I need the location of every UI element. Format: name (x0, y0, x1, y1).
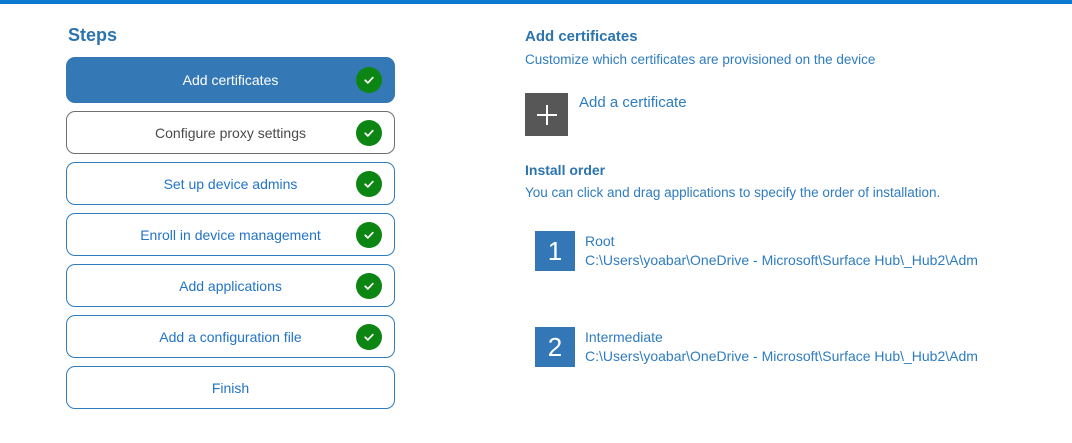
step-label: Add certificates (182, 72, 279, 88)
step-finish[interactable]: Finish (66, 366, 395, 409)
check-icon (356, 272, 382, 299)
step-label: Add applications (179, 277, 282, 294)
content-panel: Add certificates Customize which certifi… (525, 28, 1070, 367)
install-order-section: Install order You can click and drag app… (525, 161, 1070, 367)
install-order-subtitle: You can click and drag applications to s… (525, 185, 941, 200)
step-label: Set up device admins (163, 175, 298, 192)
order-item-text: Root C:\Users\yoabar\OneDrive - Microsof… (585, 231, 978, 270)
certificate-name: Intermediate (585, 329, 663, 345)
top-accent-bar (0, 0, 1072, 4)
step-label: Enroll in device management (140, 226, 321, 243)
step-label: Add a configuration file (159, 328, 302, 345)
add-certificate-button[interactable]: Add a certificate (525, 93, 687, 136)
steps-title: Steps (68, 25, 118, 45)
order-item-text: Intermediate C:\Users\yoabar\OneDrive - … (585, 327, 978, 366)
step-configure-proxy-settings[interactable]: Configure proxy settings (66, 111, 395, 154)
order-number-badge: 1 (535, 231, 575, 271)
check-icon (356, 170, 382, 197)
check-icon (356, 323, 382, 350)
check-icon (356, 221, 382, 248)
install-order-item-root[interactable]: 1 Root C:\Users\yoabar\OneDrive - Micros… (535, 231, 1070, 271)
check-icon (356, 119, 382, 146)
step-add-a-configuration-file[interactable]: Add a configuration file (66, 315, 395, 358)
add-certificates-subtitle: Customize which certificates are provisi… (525, 52, 876, 67)
step-enroll-in-device-management[interactable]: Enroll in device management (66, 213, 395, 256)
install-order-list: 1 Root C:\Users\yoabar\OneDrive - Micros… (535, 231, 1070, 367)
step-add-certificates[interactable]: Add certificates (66, 57, 395, 103)
certificate-path: C:\Users\yoabar\OneDrive - Microsoft\Sur… (585, 348, 978, 364)
check-icon (356, 67, 382, 93)
add-certificate-label: Add a certificate (579, 94, 687, 111)
step-label: Configure proxy settings (155, 124, 306, 141)
install-order-heading: Install order (525, 162, 606, 178)
step-set-up-device-admins[interactable]: Set up device admins (66, 162, 395, 205)
certificate-path: C:\Users\yoabar\OneDrive - Microsoft\Sur… (585, 252, 978, 268)
add-certificates-heading: Add certificates (525, 28, 638, 45)
add-certificates-section: Add certificates Customize which certifi… (525, 28, 1070, 136)
steps-list: Add certificates Configure proxy setting… (66, 57, 395, 409)
steps-sidebar: Steps Add certificates Configure proxy s… (66, 24, 395, 409)
step-add-applications[interactable]: Add applications (66, 264, 395, 307)
certificate-name: Root (585, 233, 615, 249)
install-order-item-intermediate[interactable]: 2 Intermediate C:\Users\yoabar\OneDrive … (535, 327, 1070, 367)
step-label: Finish (211, 379, 250, 396)
plus-icon[interactable] (525, 93, 568, 136)
order-number-badge: 2 (535, 327, 575, 367)
